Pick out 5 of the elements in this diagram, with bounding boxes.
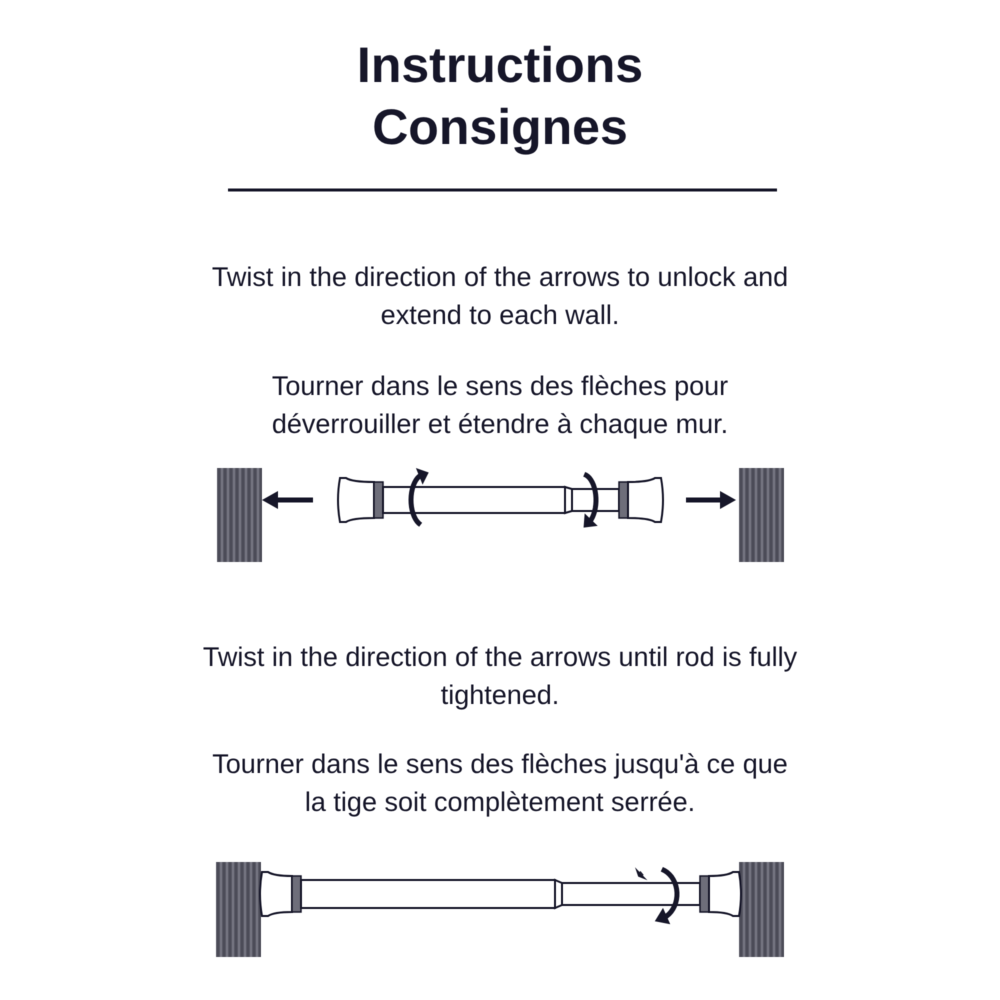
title: Instructions Consignes [356,36,644,157]
instruction-text: Twist in the direction of the arrows to unlock and extend to each wall. [210,261,790,332]
instruction-text: Tourner dans le sens des flèches pour déverrouiller et étendre à chaque mur. [270,370,730,441]
instruction-text: Tourner dans le sens des flèches jusqu'à ce que la tige soit complètement serrée. [211,748,789,819]
instruction-text: Twist in the direction of the arrows until rod is fully tightened. [202,641,798,712]
